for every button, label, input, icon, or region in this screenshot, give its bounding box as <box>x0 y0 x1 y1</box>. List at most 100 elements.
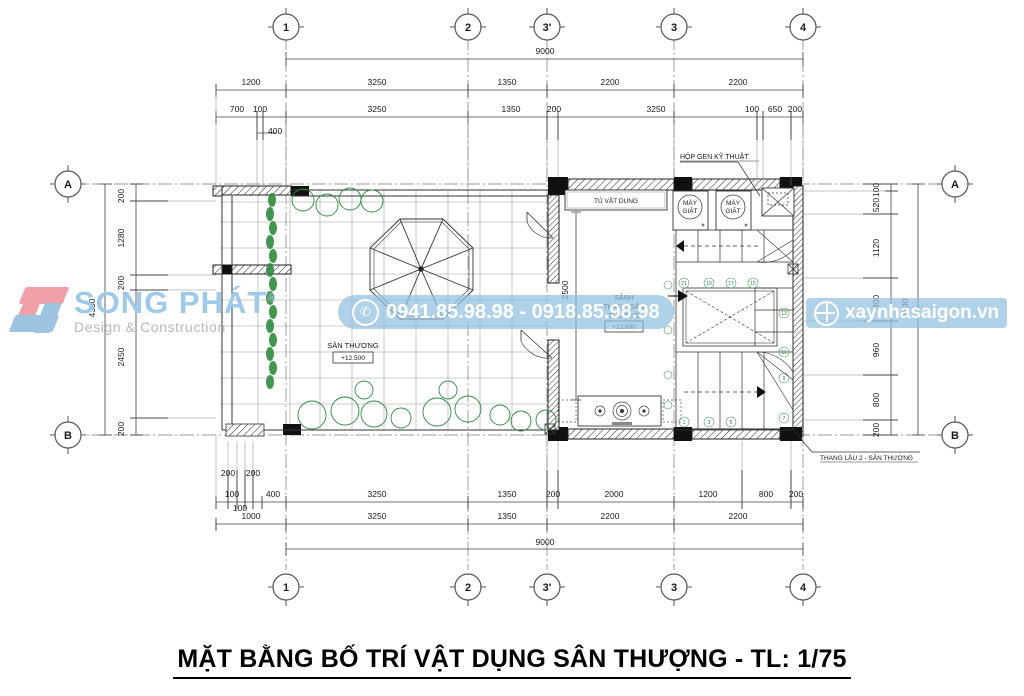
plan-title-text: MẶT BẰNG BỐ TRÍ VẬT DỤNG SÂN THƯỢNG - TL… <box>173 645 851 679</box>
grid-bubbles-bottom: 1 2 3' 3 4 <box>268 573 821 606</box>
svg-text:520: 520 <box>871 198 881 212</box>
lobby-green-markers <box>663 280 673 410</box>
svg-text:1200: 1200 <box>699 489 718 499</box>
svg-text:3250: 3250 <box>647 104 666 114</box>
svg-text:3250: 3250 <box>368 511 387 521</box>
svg-text:3250: 3250 <box>368 77 387 87</box>
svg-text:1280: 1280 <box>116 228 126 247</box>
climbing-vine <box>266 193 277 389</box>
door-swing-upper <box>526 211 554 239</box>
svg-text:3: 3 <box>708 420 711 426</box>
svg-text:3250: 3250 <box>368 489 387 499</box>
svg-text:800: 800 <box>871 393 881 407</box>
dimension-chain-left <box>99 183 168 436</box>
svg-text:A: A <box>64 179 72 191</box>
dimension-chain-top <box>215 52 804 140</box>
door-symbol-bottom-left <box>544 423 556 435</box>
washing-machine-1 <box>672 190 709 231</box>
room-label-lobby-2: THANG SÂN <box>604 302 645 311</box>
planting-shrubs <box>291 187 557 432</box>
svg-text:4330: 4330 <box>87 298 97 317</box>
elevation-marker-lobby: +12.600 <box>604 320 644 333</box>
svg-text:3': 3' <box>543 582 552 594</box>
room-label-lobby-1: SẢNH <box>614 293 633 302</box>
console-side-boxes <box>557 399 682 423</box>
console-furniture <box>577 395 662 427</box>
svg-text:1: 1 <box>283 582 289 594</box>
technical-shaft <box>761 187 795 217</box>
plan-title: MẶT BẰNG BỐ TRÍ VẬT DỤNG SÂN THƯỢNG - TL… <box>0 645 1024 679</box>
svg-text:21: 21 <box>681 281 687 287</box>
dimension-text-right: 100 520 1120 800 960 800 200 4500 <box>871 183 910 437</box>
stair-note-leader <box>794 431 920 453</box>
patio-umbrella <box>369 218 474 320</box>
stair-core <box>675 229 794 431</box>
svg-text:2450: 2450 <box>116 347 126 366</box>
svg-text:3': 3' <box>543 22 552 34</box>
svg-text:200: 200 <box>547 104 561 114</box>
elevation-terrace-text: +12.500 <box>341 355 365 362</box>
svg-text:1120: 1120 <box>871 239 881 258</box>
svg-text:1: 1 <box>283 22 289 34</box>
svg-text:3250: 3250 <box>368 104 387 114</box>
svg-text:200: 200 <box>221 468 235 478</box>
lobby-entry-arrow <box>668 290 688 302</box>
svg-text:200: 200 <box>116 422 126 436</box>
washer-2-label-2: GIẶT <box>725 206 740 215</box>
door-symbol-right <box>787 263 799 275</box>
dimension-text-bottom: 200 200 100 100 400 3250 1350 200 2000 1… <box>221 468 803 547</box>
svg-text:2000: 2000 <box>605 489 624 499</box>
svg-text:1350: 1350 <box>502 104 521 114</box>
cabinet-label: TỦ VẬT DỤNG <box>594 196 638 205</box>
svg-text:2: 2 <box>465 582 471 594</box>
svg-text:800: 800 <box>871 295 881 309</box>
svg-text:100: 100 <box>253 104 267 114</box>
svg-text:2200: 2200 <box>601 77 620 87</box>
svg-text:9000: 9000 <box>536 46 555 56</box>
svg-text:1350: 1350 <box>498 489 517 499</box>
svg-text:1000: 1000 <box>242 511 261 521</box>
svg-text:200: 200 <box>871 423 881 437</box>
dimension-text-top: 9000 1200 3250 1350 2200 2200 700 100 32… <box>230 46 802 136</box>
shaft-leader <box>680 161 761 197</box>
svg-text:1: 1 <box>683 420 686 426</box>
door-swing-lower <box>520 329 553 359</box>
storage-cabinet <box>564 189 668 211</box>
svg-text:19: 19 <box>706 281 712 287</box>
svg-text:2: 2 <box>465 22 471 34</box>
grid-bubbles-left: A B <box>50 165 86 454</box>
svg-text:9000: 9000 <box>536 537 555 547</box>
svg-text:200: 200 <box>789 489 803 499</box>
washer-1-label: MÁY <box>683 198 698 207</box>
svg-text:A: A <box>951 179 959 191</box>
room-label-lobby-3: THƯỢNG <box>608 313 640 320</box>
svg-text:100: 100 <box>871 183 881 197</box>
svg-text:15: 15 <box>750 281 756 287</box>
svg-text:13: 13 <box>781 311 787 317</box>
svg-text:B: B <box>64 430 72 442</box>
svg-text:1350: 1350 <box>498 511 517 521</box>
stair-note-label: THANG LẦU 2 - SÂN THƯỢNG <box>820 452 913 462</box>
svg-text:2200: 2200 <box>729 77 748 87</box>
svg-text:100: 100 <box>745 104 759 114</box>
elevation-lobby-text: +12.600 <box>612 324 636 331</box>
grid-bubbles-right: A B <box>937 165 973 454</box>
svg-text:200: 200 <box>546 489 560 499</box>
washer-1-label-2: GIẶT <box>682 206 697 215</box>
washer-2-label: MÁY <box>726 198 741 207</box>
svg-text:4500: 4500 <box>900 298 910 317</box>
grid-bubbles-top: 1 2 3' 3 4 <box>268 8 821 41</box>
svg-text:2200: 2200 <box>601 511 620 521</box>
svg-text:3: 3 <box>671 582 677 594</box>
shaft-label: HỘP GEN KỸ THUẬT <box>680 152 749 161</box>
washing-machine-2 <box>715 190 752 231</box>
svg-text:200: 200 <box>246 468 260 478</box>
svg-text:200: 200 <box>116 276 126 290</box>
svg-text:4: 4 <box>800 582 807 594</box>
extension-lines <box>168 90 885 502</box>
svg-text:11: 11 <box>781 350 786 356</box>
svg-text:650: 650 <box>768 104 782 114</box>
interior-dimension-2500 <box>571 211 581 401</box>
